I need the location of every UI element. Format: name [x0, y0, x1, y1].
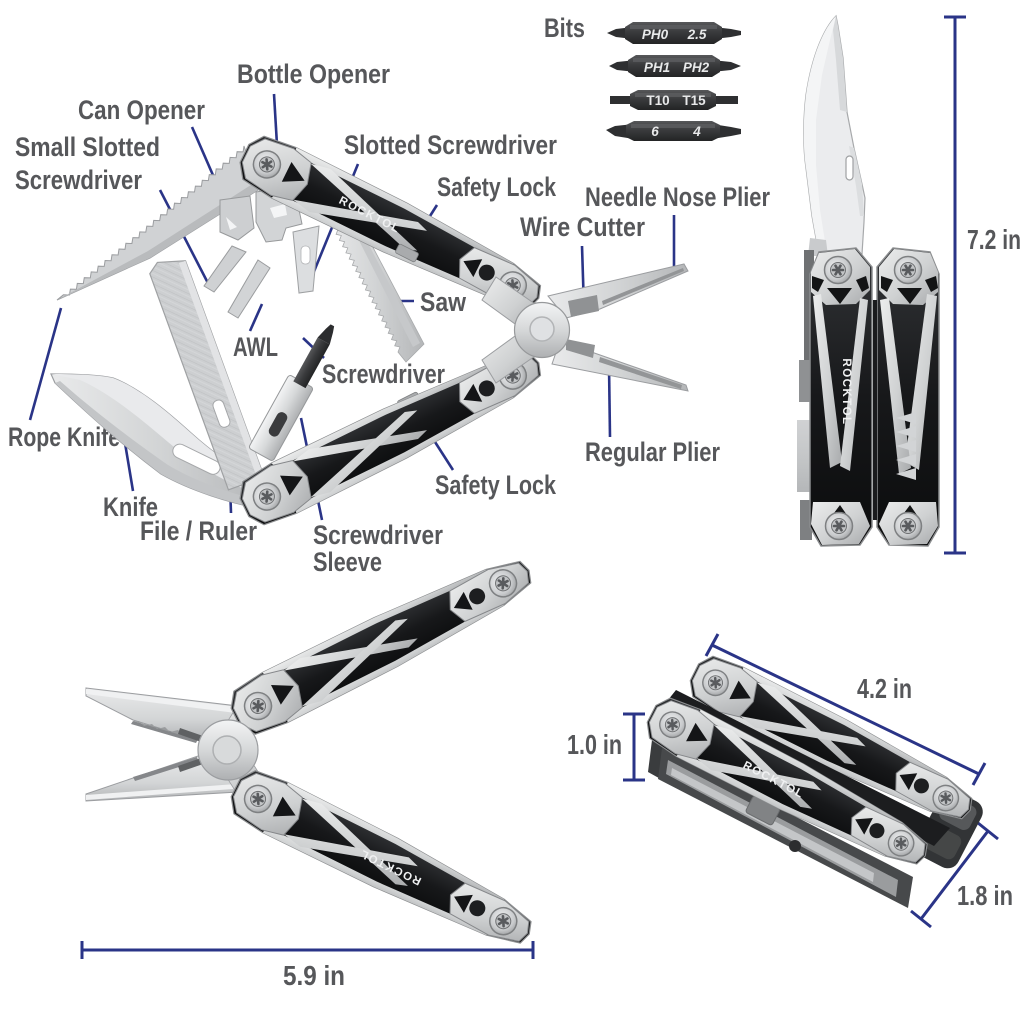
svg-text:T10: T10: [646, 93, 669, 108]
svg-text:Bits: Bits: [544, 13, 585, 43]
svg-text:ROCKTOL: ROCKTOL: [840, 358, 852, 425]
svg-text:Saw: Saw: [420, 287, 467, 317]
svg-text:Screwdriver: Screwdriver: [313, 520, 443, 550]
svg-text:PH0: PH0: [642, 27, 669, 42]
svg-text:7.2 in: 7.2 in: [967, 224, 1021, 255]
svg-text:4.2 in: 4.2 in: [857, 673, 912, 704]
svg-text:AWL: AWL: [233, 332, 278, 362]
svg-text:6: 6: [651, 124, 659, 139]
svg-text:Regular Plier: Regular Plier: [585, 437, 720, 467]
svg-text:Safety Lock: Safety Lock: [437, 172, 557, 202]
svg-text:Knife: Knife: [103, 492, 158, 522]
svg-text:1.8 in: 1.8 in: [957, 880, 1013, 911]
svg-text:Screwdriver: Screwdriver: [15, 165, 142, 195]
svg-text:Safety Lock: Safety Lock: [435, 470, 557, 500]
svg-text:PH1: PH1: [644, 60, 670, 75]
svg-text:Can Opener: Can Opener: [78, 95, 205, 125]
svg-text:Bottle Opener: Bottle Opener: [237, 59, 390, 89]
svg-text:T15: T15: [682, 93, 706, 108]
svg-text:File / Ruler: File / Ruler: [140, 516, 257, 546]
svg-text:Sleeve: Sleeve: [313, 547, 382, 577]
svg-text:Slotted Screwdriver: Slotted Screwdriver: [344, 130, 557, 160]
svg-text:4: 4: [692, 124, 701, 139]
svg-text:PH2: PH2: [683, 60, 710, 75]
svg-text:5.9 in: 5.9 in: [283, 960, 345, 991]
svg-text:Small Slotted: Small Slotted: [15, 132, 160, 162]
svg-text:Needle Nose Plier: Needle Nose Plier: [585, 182, 770, 212]
svg-text:Rope Knife: Rope Knife: [8, 422, 120, 452]
svg-text:Screwdriver: Screwdriver: [322, 359, 445, 389]
svg-text:1.0 in: 1.0 in: [567, 729, 622, 760]
svg-text:Wire Cutter: Wire Cutter: [520, 212, 645, 242]
svg-text:2.5: 2.5: [687, 27, 707, 42]
